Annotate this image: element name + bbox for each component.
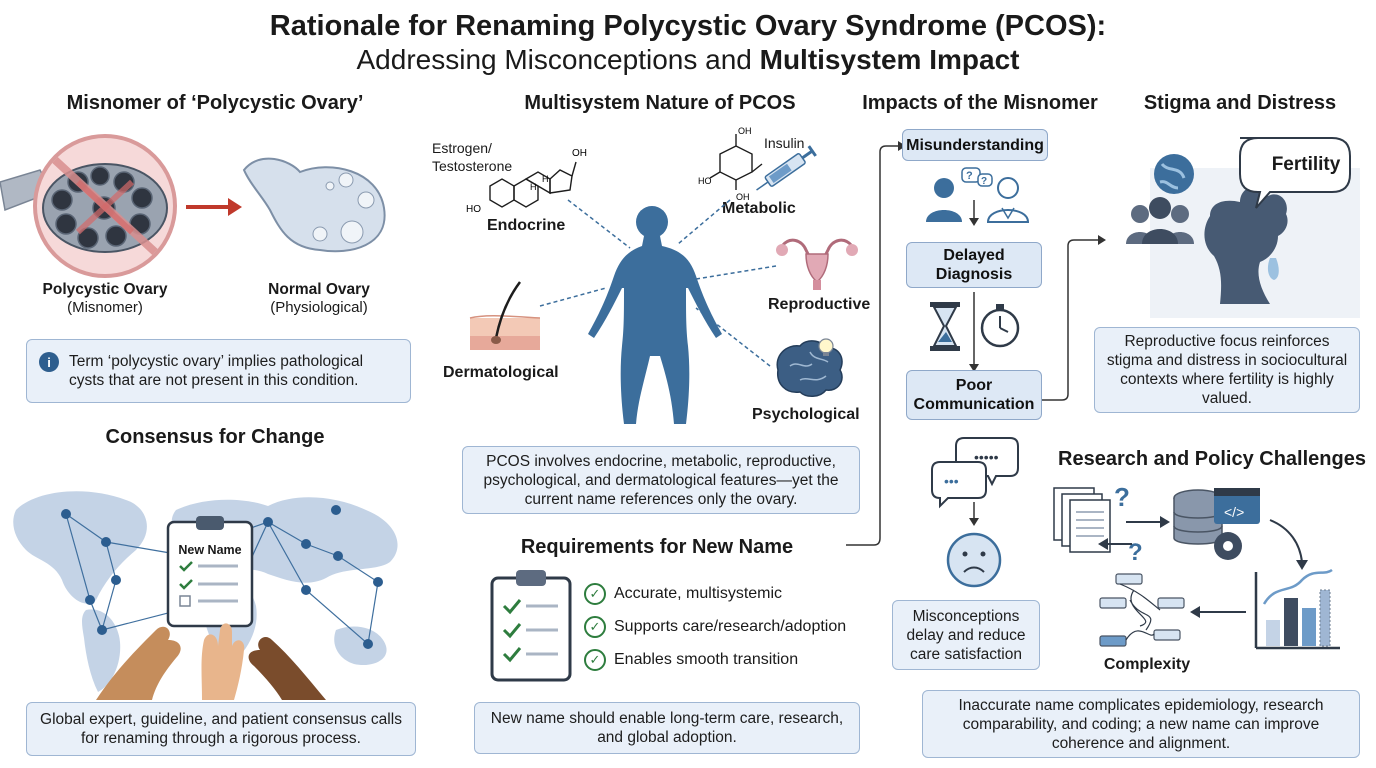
check-circle-icon: ✓ bbox=[584, 583, 606, 605]
svg-text:H: H bbox=[542, 174, 549, 184]
requirement-text: Supports care/research/adoption bbox=[614, 618, 847, 635]
impacts-box: Misconceptions delay and reduce care sat… bbox=[892, 600, 1040, 670]
misnomer-info-box: i Term ‘polycystic ovary’ implies pathol… bbox=[26, 339, 411, 403]
svg-text:?: ? bbox=[1114, 482, 1130, 512]
estrogen-testosterone-label: Estrogen/ Testosterone bbox=[432, 139, 522, 175]
requirements-to-impacts-connector bbox=[846, 141, 906, 546]
requirements-clipboard-icon bbox=[490, 570, 572, 682]
requirement-text: Accurate, multisystemic bbox=[614, 585, 783, 602]
requirement-item: ✓ Enables smooth transition bbox=[584, 649, 798, 671]
polycystic-ovary-label: Polycystic Ovary (Misnomer) bbox=[20, 281, 190, 317]
clipboard-new-name-label: New Name bbox=[178, 543, 242, 557]
psychological-label: Psychological bbox=[752, 406, 860, 423]
polycystic-ovary-illustration bbox=[0, 134, 386, 278]
svg-text:H: H bbox=[530, 182, 537, 192]
misnomer-info-text: Term ‘polycystic ovary’ implies patholog… bbox=[69, 353, 364, 389]
insulin-label: Insulin bbox=[764, 135, 805, 151]
complexity-label: Complexity bbox=[1103, 656, 1191, 673]
impacts-poor-communication-step: Poor Communication bbox=[906, 370, 1042, 420]
info-icon: i bbox=[39, 352, 59, 372]
patient-doctor-icon: ? ? bbox=[926, 167, 1030, 226]
dermatological-label: Dermatological bbox=[443, 364, 559, 381]
hourglass-clock-icon bbox=[930, 292, 1020, 372]
impacts-delayed-diagnosis-text: Delayed Diagnosis bbox=[935, 247, 1013, 283]
metabolic-label: Metabolic bbox=[722, 200, 796, 217]
polycystic-ovary-label-title: Polycystic Ovary bbox=[42, 281, 168, 298]
requirement-item: ✓ Supports care/research/adoption bbox=[584, 616, 846, 638]
check-circle-icon: ✓ bbox=[584, 649, 606, 671]
consensus-heading: Consensus for Change bbox=[105, 426, 325, 448]
svg-text:HO: HO bbox=[466, 204, 481, 215]
requirement-item: ✓ Accurate, multisystemic bbox=[584, 583, 782, 605]
stigma-heading: Stigma and Distress bbox=[1143, 92, 1337, 114]
chat-bubbles-sad-face-icon: ••••• ••• bbox=[931, 437, 1019, 588]
svg-text:OH: OH bbox=[738, 126, 752, 136]
impacts-poor-communication-text: Poor Communication bbox=[913, 377, 1035, 413]
impacts-to-stigma-connector bbox=[1042, 235, 1106, 401]
testosterone-label: Testosterone bbox=[432, 158, 513, 174]
svg-text:•••: ••• bbox=[944, 473, 959, 489]
multisystem-heading: Multisystem Nature of PCOS bbox=[524, 92, 796, 114]
consensus-box-text: Global expert, guideline, and patient co… bbox=[40, 711, 402, 747]
world-map-illustration bbox=[13, 491, 398, 700]
impacts-misunderstanding-step: Misunderstanding bbox=[902, 129, 1048, 161]
impacts-box-text: Misconceptions delay and reduce care sat… bbox=[906, 607, 1026, 663]
consensus-box: Global expert, guideline, and patient co… bbox=[26, 702, 416, 756]
glucose-syringe-icon: OH HO OH bbox=[698, 126, 817, 202]
multisystem-box-text: PCOS involves endocrine, metabolic, repr… bbox=[483, 452, 839, 508]
requirements-heading: Requirements for New Name bbox=[520, 536, 794, 558]
human-body-figure bbox=[539, 199, 777, 424]
skin-hair-icon bbox=[469, 281, 541, 350]
requirements-box-text: New name should enable long-term care, r… bbox=[490, 710, 844, 746]
page-title: Rationale for Renaming Polycystic Ovary … bbox=[269, 10, 1107, 42]
svg-text:?: ? bbox=[966, 170, 973, 182]
research-box: Inaccurate name complicates epidemiology… bbox=[922, 690, 1360, 758]
estrogen-label: Estrogen/ bbox=[432, 140, 492, 156]
brain-icon bbox=[776, 338, 843, 397]
research-challenges-illustration: ? ? </> bbox=[1053, 482, 1340, 650]
impacts-heading: Impacts of the Misnomer bbox=[862, 92, 1098, 114]
impacts-delayed-diagnosis-step: Delayed Diagnosis bbox=[906, 242, 1042, 288]
normal-ovary-label-title: Normal Ovary bbox=[268, 281, 370, 298]
impacts-misunderstanding-text: Misunderstanding bbox=[906, 136, 1044, 154]
requirement-text: Enables smooth transition bbox=[614, 651, 799, 668]
stigma-box-text: Reproductive focus reinforces stigma and… bbox=[1106, 333, 1348, 407]
normal-ovary-label: Normal Ovary (Physiological) bbox=[236, 281, 402, 317]
subtitle-part-b: Multisystem Impact bbox=[759, 44, 1020, 75]
endocrine-label: Endocrine bbox=[487, 217, 566, 234]
uterus-icon bbox=[776, 238, 858, 290]
research-box-text: Inaccurate name complicates epidemiology… bbox=[958, 696, 1324, 752]
normal-ovary-label-sub: (Physiological) bbox=[270, 299, 368, 316]
polycystic-ovary-label-sub: (Misnomer) bbox=[67, 299, 143, 316]
fertility-bubble-label: Fertility bbox=[1271, 154, 1341, 175]
requirements-box: New name should enable long-term care, r… bbox=[474, 702, 860, 754]
stigma-illustration bbox=[1126, 137, 1360, 318]
page-subtitle: Addressing Misconceptions and Multisyste… bbox=[0, 44, 1376, 76]
subtitle-part-a: Addressing Misconceptions and bbox=[356, 44, 760, 75]
reproductive-label: Reproductive bbox=[768, 296, 871, 313]
stigma-box: Reproductive focus reinforces stigma and… bbox=[1094, 327, 1360, 413]
svg-text:</>: </> bbox=[1224, 504, 1244, 520]
svg-text:HO: HO bbox=[698, 176, 712, 186]
svg-text:OH: OH bbox=[572, 148, 587, 159]
research-heading: Research and Policy Challenges bbox=[1058, 448, 1366, 470]
svg-text:?: ? bbox=[981, 176, 987, 187]
svg-text:•••••: ••••• bbox=[974, 449, 999, 465]
svg-text:?: ? bbox=[1128, 539, 1143, 566]
misnomer-heading: Misnomer of ‘Polycystic Ovary’ bbox=[66, 92, 364, 114]
svg-text:OH: OH bbox=[736, 192, 750, 202]
steroid-molecule-icon: HO OH H H bbox=[466, 148, 587, 215]
check-circle-icon: ✓ bbox=[584, 616, 606, 638]
multisystem-box: PCOS involves endocrine, metabolic, repr… bbox=[462, 446, 860, 514]
